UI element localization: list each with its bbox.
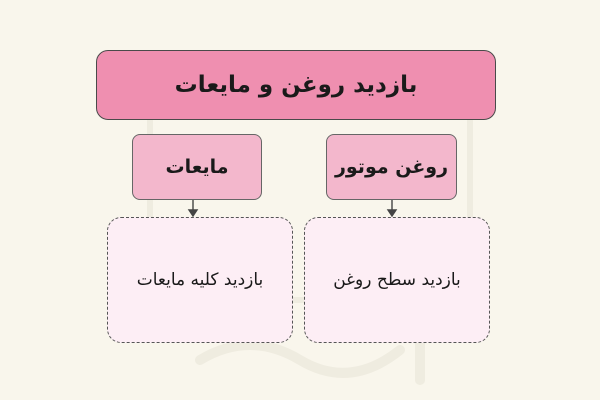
category-fluids: مایعات	[132, 134, 262, 200]
diagram-title: بازدید روغن و مایعات	[96, 50, 496, 120]
arrow-fluids-head	[187, 209, 199, 218]
category-engine-oil: روغن موتور	[326, 134, 457, 200]
detail-fluids: بازدید کلیه مایعات	[107, 217, 293, 343]
arrow-engine-oil-head	[386, 209, 398, 218]
detail-engine-oil: بازدید سطح روغن	[304, 217, 490, 343]
